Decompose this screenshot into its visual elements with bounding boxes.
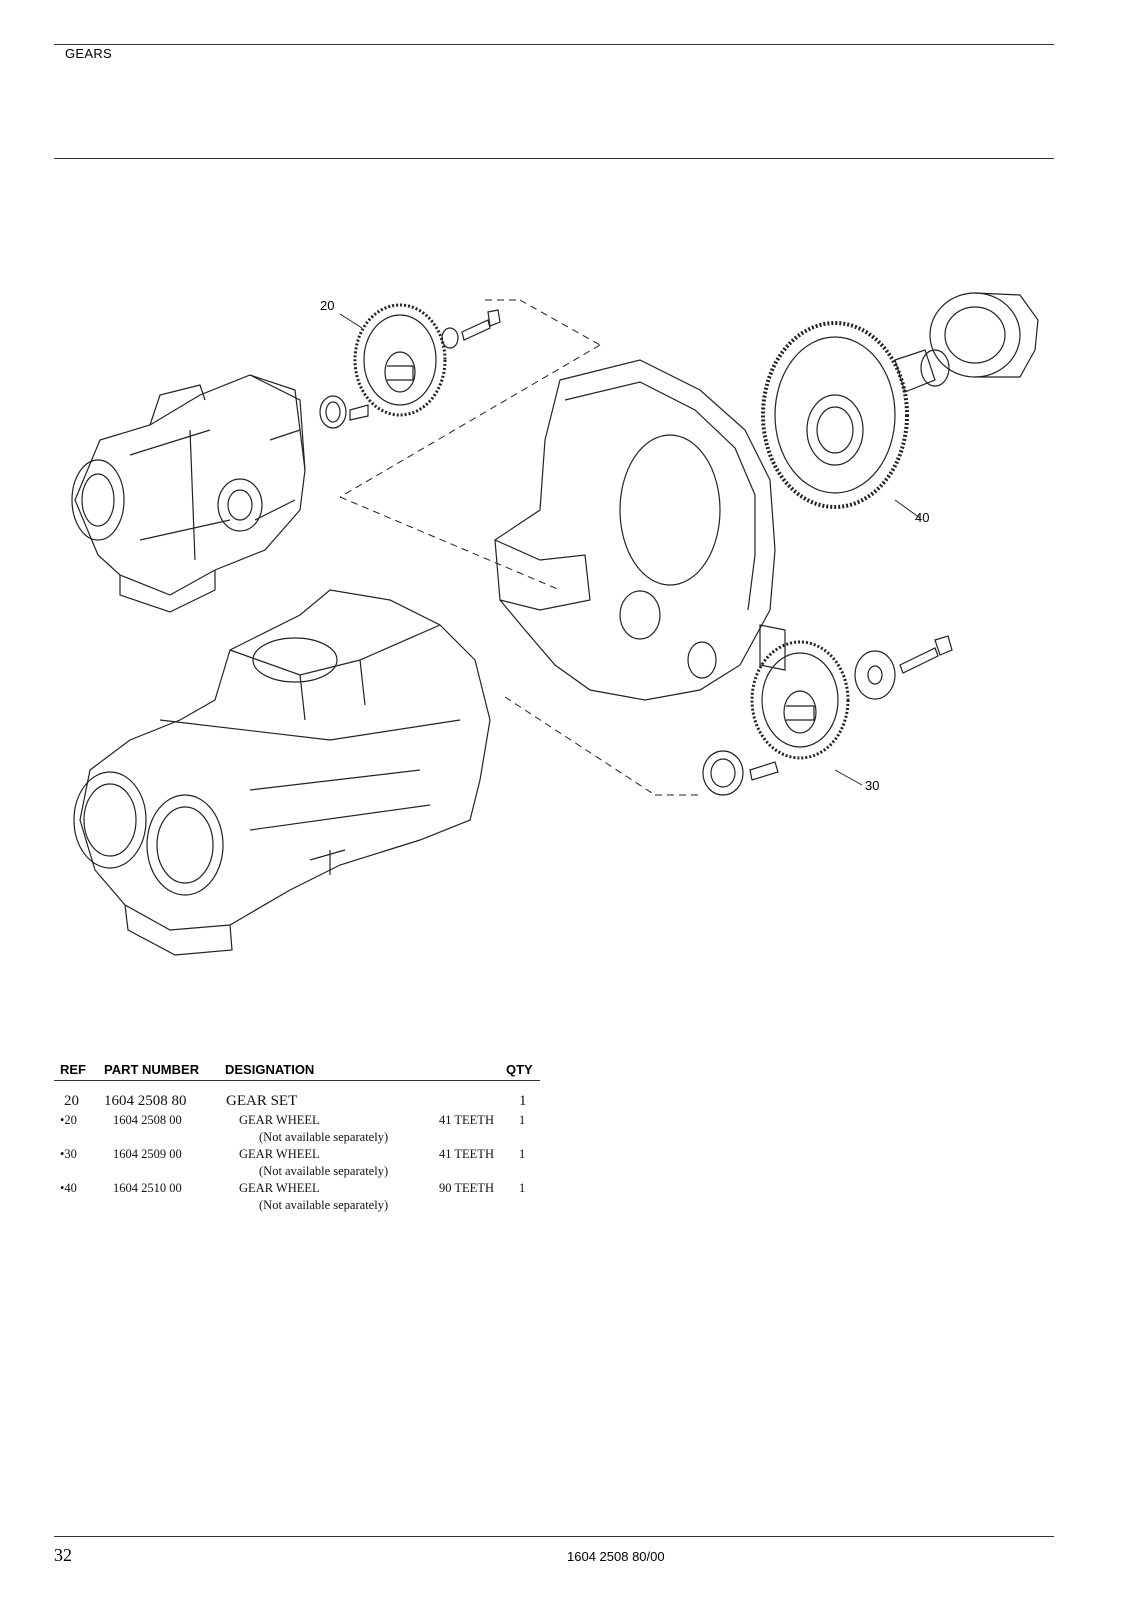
row-part-number: 1604 2508 00 bbox=[113, 1113, 182, 1127]
row-qty: 1 bbox=[519, 1181, 526, 1195]
row-spec: 90 TEETH bbox=[439, 1181, 494, 1195]
header-qty: QTY bbox=[506, 1062, 533, 1077]
parts-table: REF PART NUMBER DESIGNATION QTY 20 1604 … bbox=[54, 1060, 540, 1215]
table-row: •20 1604 2508 00 GEAR WHEEL 41 TEETH 1 bbox=[54, 1113, 540, 1130]
callout-30: 30 bbox=[865, 778, 879, 793]
gear-20 bbox=[319, 303, 501, 429]
table-row-note: (Not available separately) bbox=[54, 1164, 540, 1181]
row-qty: 1 bbox=[519, 1147, 526, 1161]
table-row-note: (Not available separately) bbox=[54, 1130, 540, 1147]
leader-lines bbox=[339, 313, 921, 786]
document-number: 1604 2508 80/00 bbox=[567, 1549, 665, 1564]
row-spec: 41 TEETH bbox=[439, 1147, 494, 1161]
row-part-number: 1604 2508 80 bbox=[104, 1093, 187, 1109]
row-designation: GEAR SET bbox=[226, 1093, 298, 1109]
exploded-gear-drawing: 20 40 30 bbox=[71, 292, 1039, 956]
row-note: (Not available separately) bbox=[259, 1164, 389, 1178]
row-designation: GEAR WHEEL bbox=[239, 1181, 320, 1195]
assembly-guide-lines bbox=[339, 299, 700, 796]
section-title: GEARS bbox=[65, 46, 113, 61]
row-part-number: 1604 2510 00 bbox=[113, 1181, 182, 1195]
page-number: 32 bbox=[54, 1545, 72, 1565]
row-ref: •20 bbox=[60, 1113, 77, 1127]
row-spec: 41 TEETH bbox=[439, 1113, 494, 1127]
callout-20: 20 bbox=[320, 298, 334, 313]
row-designation: GEAR WHEEL bbox=[239, 1113, 320, 1127]
footer-rule bbox=[54, 1536, 1054, 1537]
row-part-number: 1604 2509 00 bbox=[113, 1147, 182, 1161]
gear-40 bbox=[761, 292, 1039, 509]
upper-rotor-element bbox=[71, 374, 306, 613]
callout-40: 40 bbox=[915, 510, 929, 525]
table-row-note: (Not available separately) bbox=[54, 1198, 540, 1215]
top-rule bbox=[54, 44, 1054, 45]
row-designation: GEAR WHEEL bbox=[239, 1147, 320, 1161]
row-note: (Not available separately) bbox=[259, 1130, 389, 1144]
gear-30 bbox=[702, 635, 953, 796]
row-ref: •30 bbox=[60, 1147, 77, 1161]
row-qty: 1 bbox=[519, 1093, 527, 1109]
lower-rotor-element bbox=[73, 589, 491, 956]
table-row: 20 1604 2508 80 GEAR SET 1 bbox=[54, 1093, 540, 1113]
table-row: •30 1604 2509 00 GEAR WHEEL 41 TEETH 1 bbox=[54, 1147, 540, 1164]
row-ref: 20 bbox=[64, 1093, 79, 1109]
parts-table-header: REF PART NUMBER DESIGNATION QTY bbox=[54, 1060, 540, 1081]
row-note: (Not available separately) bbox=[259, 1198, 389, 1212]
table-row: •40 1604 2510 00 GEAR WHEEL 90 TEETH 1 bbox=[54, 1181, 540, 1198]
gear-casing bbox=[494, 359, 786, 701]
row-ref: •40 bbox=[60, 1181, 77, 1195]
header-designation: DESIGNATION bbox=[225, 1062, 315, 1077]
header-ref: REF bbox=[60, 1062, 86, 1077]
row-qty: 1 bbox=[519, 1113, 526, 1127]
header-part-number: PART NUMBER bbox=[104, 1062, 200, 1077]
header-bottom-rule bbox=[54, 158, 1054, 159]
